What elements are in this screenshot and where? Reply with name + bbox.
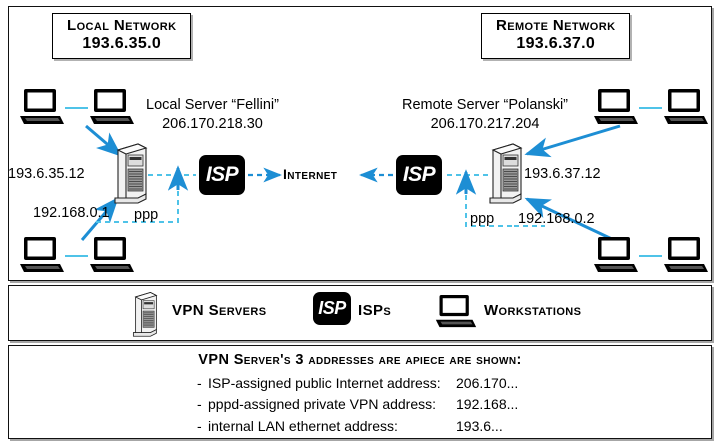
local-server-vpn-address: 192.168.0.1 bbox=[33, 205, 110, 221]
remote-ppp-link-label: ppp bbox=[470, 211, 495, 227]
notes-row: - ISP-assigned public Internet address: … bbox=[197, 373, 546, 394]
workstation-icon bbox=[90, 89, 134, 124]
internet-label: Internet bbox=[283, 166, 338, 182]
workstation-icon bbox=[594, 89, 638, 124]
remote-network-address: 193.6.37.0 bbox=[516, 34, 596, 52]
remote-network-name: Remote Network bbox=[496, 17, 616, 34]
legend-panel bbox=[8, 285, 712, 341]
local-network-name: Local Network bbox=[67, 17, 177, 34]
remote-server-lan-address: 193.6.37.12 bbox=[524, 166, 601, 182]
server-tower-icon bbox=[132, 292, 158, 337]
local-network-box: Local Network 193.6.35.0 bbox=[52, 13, 192, 59]
local-server-public-address: 206.170.218.30 bbox=[162, 116, 263, 133]
remote-network-box: Remote Network 193.6.37.0 bbox=[481, 13, 631, 59]
isp-box-icon: ISP bbox=[313, 292, 351, 325]
notes-row: - pppd-assigned private VPN address: 192… bbox=[197, 394, 546, 415]
local-ppp-link-label: ppp bbox=[134, 207, 159, 223]
server-tower-icon bbox=[489, 143, 523, 204]
workstation-icon bbox=[20, 237, 64, 272]
notes-title: VPN Server's 3 addresses are apiece are … bbox=[198, 352, 522, 368]
notes-list: - ISP-assigned public Internet address: … bbox=[197, 373, 546, 437]
local-server-lan-address: 193.6.35.12 bbox=[8, 166, 85, 182]
notes-row-dash: - bbox=[197, 396, 202, 413]
legend-label-isps: ISPs bbox=[358, 302, 392, 319]
notes-row: - internal LAN ethernet address: 193.6..… bbox=[197, 416, 546, 437]
legend-label-workstations: Workstations bbox=[484, 302, 582, 319]
remote-server-vpn-address: 192.168.0.2 bbox=[518, 211, 595, 227]
workstation-icon bbox=[435, 295, 477, 328]
notes-row-value: 193.6... bbox=[456, 417, 503, 434]
notes-row-description: ISP-assigned public Internet address: bbox=[208, 375, 441, 391]
workstation-icon bbox=[594, 237, 638, 272]
isp-box-left: ISP bbox=[199, 155, 245, 195]
notes-row-description: pppd-assigned private VPN address: bbox=[208, 396, 437, 413]
local-server-caption: Local Server “Fellini” 206.170.218.30 bbox=[146, 96, 279, 134]
legend-label-vpn-servers: VPN Servers bbox=[172, 302, 267, 319]
remote-server-name: Remote Server “Polanski” bbox=[402, 97, 568, 113]
workstation-icon bbox=[664, 89, 708, 124]
notes-panel bbox=[8, 345, 712, 439]
workstation-icon bbox=[664, 237, 708, 272]
server-tower-icon bbox=[114, 143, 148, 204]
notes-row-dash: - bbox=[197, 375, 202, 391]
workstation-icon bbox=[20, 89, 64, 124]
remote-server-caption: Remote Server “Polanski” 206.170.217.204 bbox=[402, 96, 568, 134]
workstation-icon bbox=[90, 237, 134, 272]
notes-row-dash: - bbox=[197, 417, 202, 434]
notes-row-value: 206.170... bbox=[456, 375, 519, 391]
notes-row-value: 192.168... bbox=[456, 396, 519, 413]
remote-server-public-address: 206.170.217.204 bbox=[430, 116, 540, 133]
local-network-address: 193.6.35.0 bbox=[82, 34, 162, 52]
isp-box-right: ISP bbox=[396, 155, 442, 195]
notes-row-description: internal LAN ethernet address: bbox=[208, 417, 398, 434]
local-server-name: Local Server “Fellini” bbox=[146, 97, 279, 113]
